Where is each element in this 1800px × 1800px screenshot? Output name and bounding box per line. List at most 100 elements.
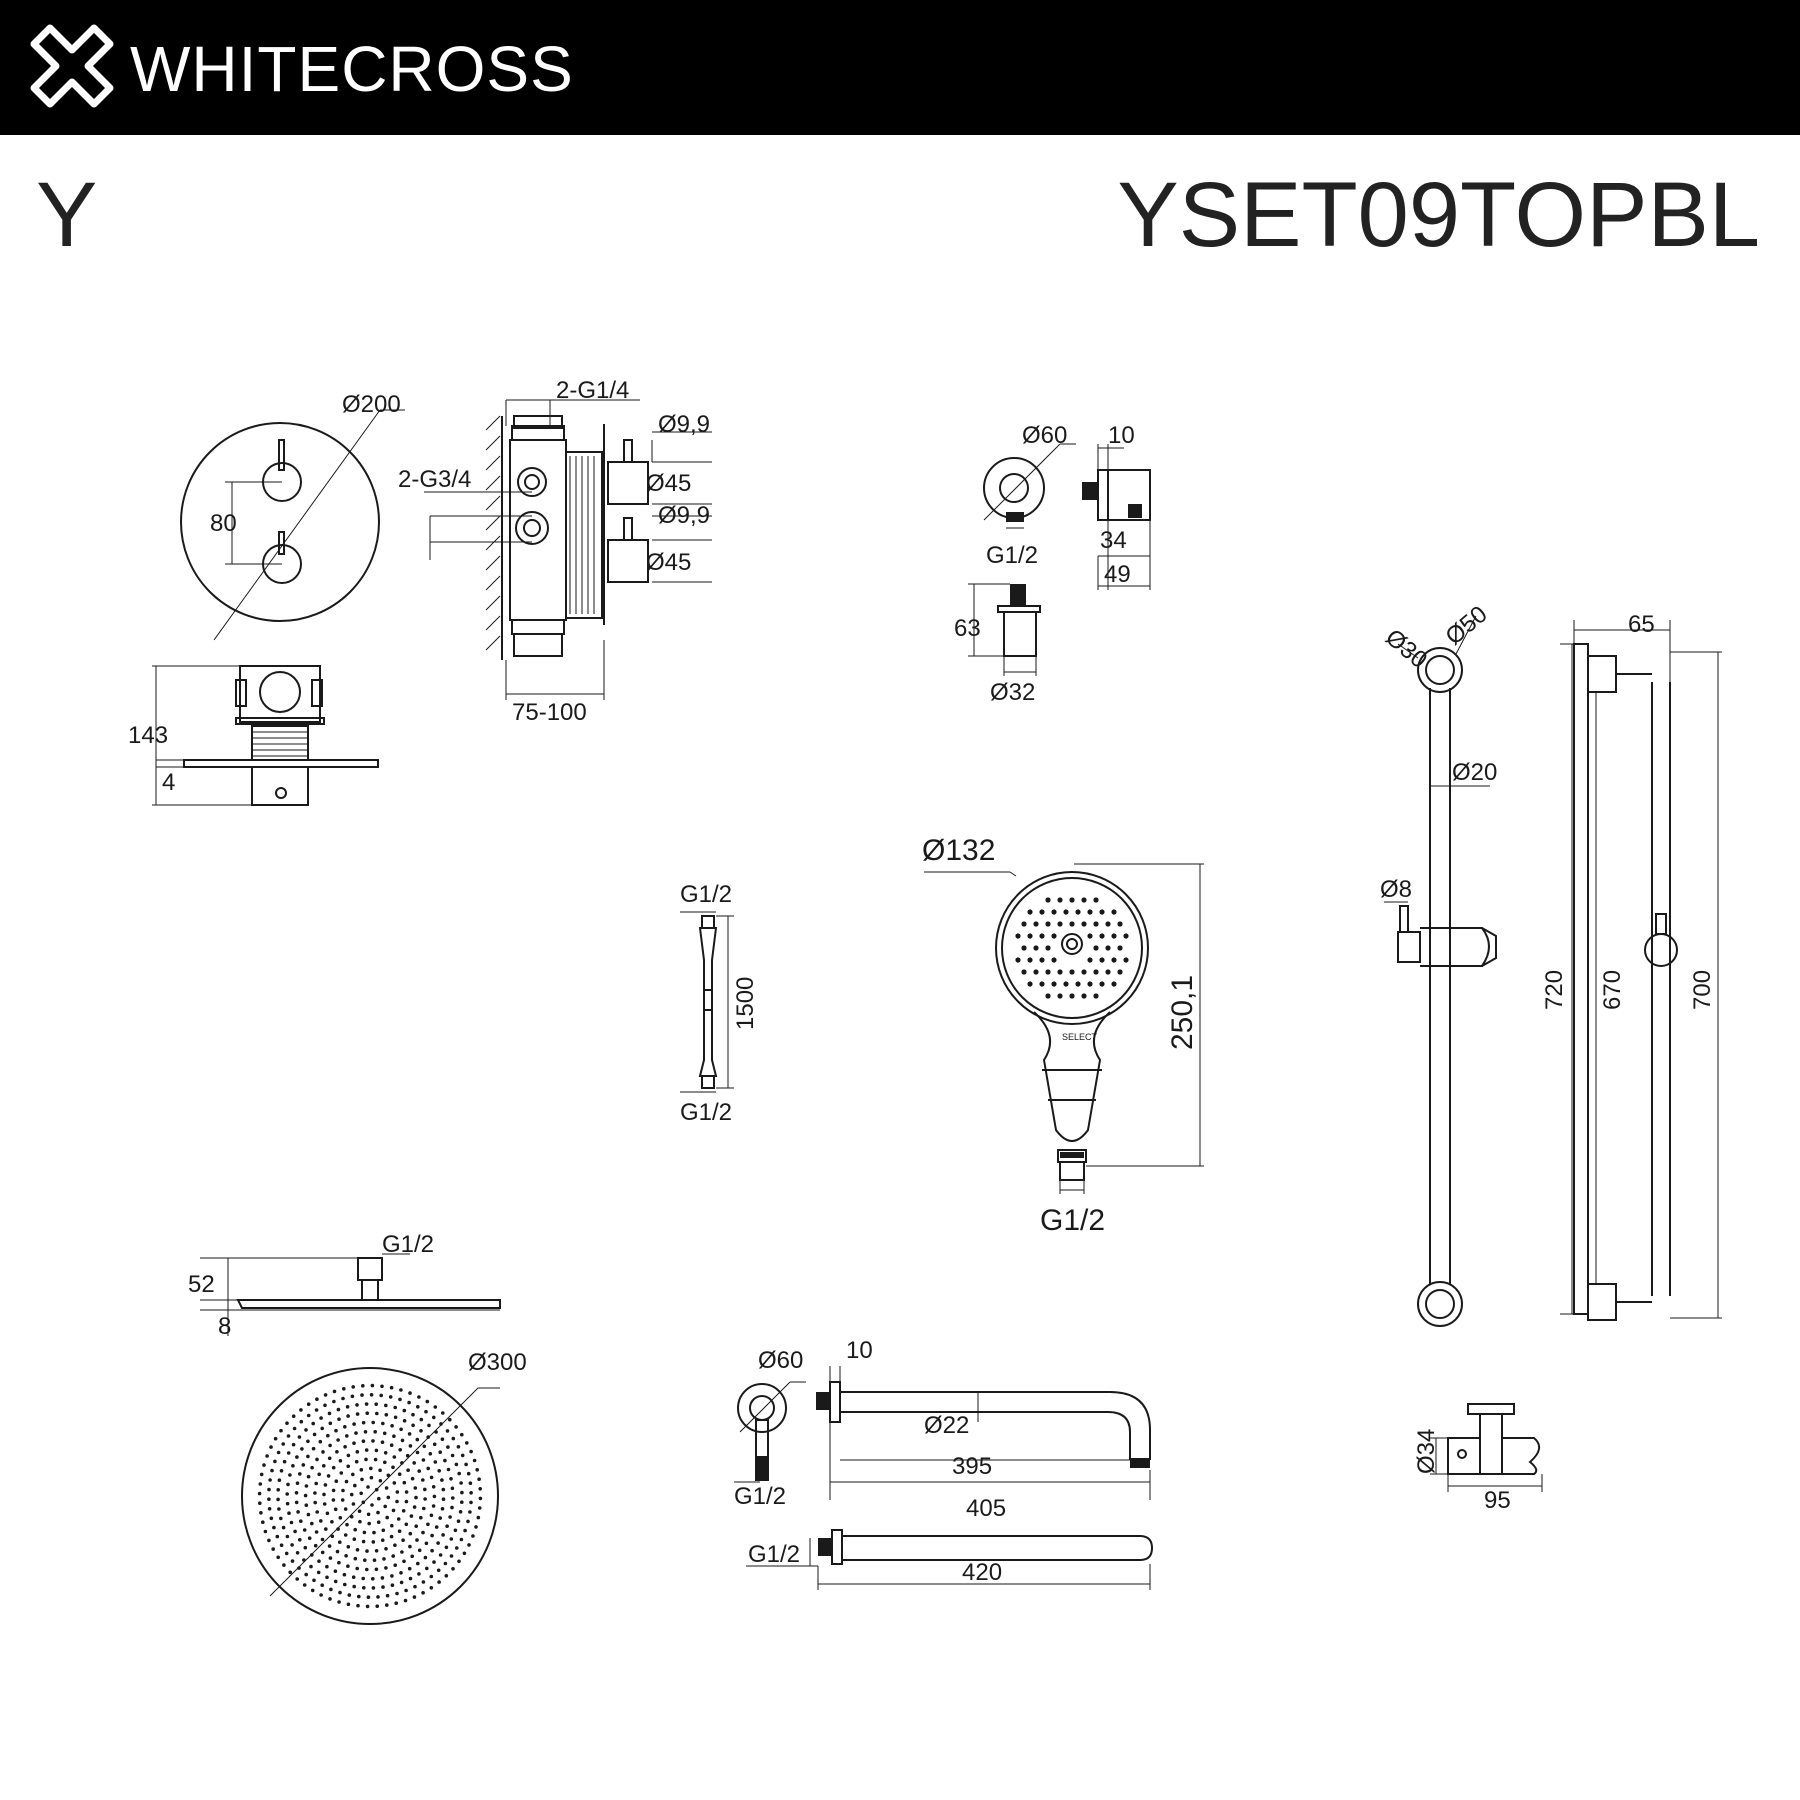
nozzle-dot [412, 1595, 417, 1599]
nozzle-dot [319, 1416, 323, 1420]
rail-wall-bracket-label: Ø30 [1380, 624, 1432, 674]
nozzle-dot [414, 1524, 419, 1528]
nozzle-dot [475, 1468, 480, 1472]
nozzle-dot [386, 1495, 391, 1500]
nozzle-dot [289, 1520, 294, 1525]
nozzle-dot [276, 1450, 281, 1455]
arm-plate-label: 10 [846, 1337, 873, 1364]
nozzle-dot [374, 1402, 379, 1406]
nozzle-dot [380, 1440, 385, 1444]
nozzle-dot [306, 1439, 310, 1444]
head-shower-thickness-label: 8 [218, 1313, 231, 1340]
nozzle-dot [1111, 909, 1117, 915]
nozzle-dot [292, 1426, 297, 1431]
nozzle-dot [340, 1498, 345, 1502]
nozzle-dot [419, 1429, 423, 1433]
nozzle-dot [293, 1529, 297, 1534]
nozzle-dot [1015, 957, 1021, 963]
nozzle-dot [321, 1450, 325, 1454]
nozzle-dot [383, 1460, 387, 1465]
nozzle-dot [407, 1566, 412, 1571]
nozzle-dot [267, 1497, 271, 1501]
nozzle-dot [345, 1405, 350, 1409]
nozzle-dot [331, 1465, 336, 1470]
nozzle-dot [421, 1591, 425, 1595]
nozzle-dot [366, 1512, 371, 1517]
nozzle-dot [343, 1533, 348, 1537]
nozzle-dot [441, 1533, 445, 1537]
nozzle-dot [343, 1507, 348, 1511]
nozzle-dot [421, 1458, 426, 1462]
nozzle-dot [432, 1494, 437, 1499]
nozzle-dot [408, 1544, 412, 1549]
nozzle-dot [279, 1469, 284, 1473]
nozzle-dot [314, 1530, 319, 1534]
nozzle-dot [355, 1403, 359, 1407]
nozzle-dot [269, 1516, 274, 1521]
nozzle-dot [444, 1574, 449, 1578]
nozzle-dot [285, 1534, 290, 1539]
nozzle-dot [331, 1488, 336, 1493]
nozzle-dot [376, 1595, 380, 1599]
nozzle-dot [335, 1549, 340, 1554]
nozzle-dot [373, 1430, 378, 1434]
nozzle-dot [299, 1519, 303, 1523]
nozzle-dot [353, 1483, 357, 1488]
nozzle-dot [258, 1501, 262, 1505]
nozzle-dot [310, 1553, 314, 1557]
nozzle-dot [295, 1481, 300, 1485]
mixer-diameter-label: Ø200 [342, 391, 401, 418]
nozzle-dot [417, 1469, 422, 1473]
arm-rosette-diameter-label: Ø60 [758, 1347, 803, 1374]
header-bar: WHITECROSS [0, 0, 1800, 135]
nozzle-dot [385, 1515, 390, 1520]
nozzle-dot [371, 1540, 376, 1544]
nozzle-dot [336, 1407, 341, 1412]
nozzle-dot [315, 1457, 319, 1462]
nozzle-dot [259, 1511, 263, 1515]
nozzle-dot [1027, 933, 1033, 939]
nozzle-dot [327, 1411, 332, 1416]
nozzle-dot [415, 1437, 420, 1442]
nozzle-dot [313, 1543, 318, 1548]
nozzle-dot [440, 1507, 445, 1511]
nozzle-dot [343, 1445, 347, 1449]
hand-shower-thread-label: G1/2 [1040, 1204, 1105, 1237]
nozzle-dot [291, 1442, 296, 1447]
outlet-width-49-label: 49 [1104, 561, 1131, 588]
nozzle-dot [454, 1425, 458, 1429]
nozzle-dot [460, 1453, 465, 1458]
nozzle-dot [267, 1507, 272, 1511]
nozzle-dot [306, 1402, 311, 1406]
arm-length-405-label: 405 [966, 1495, 1006, 1522]
nozzle-dot [394, 1601, 399, 1605]
nozzle-dot [286, 1434, 291, 1438]
nozzle-dot [1045, 921, 1051, 927]
nozzle-dot [299, 1408, 303, 1412]
hose-top-thread-label: G1/2 [680, 881, 732, 908]
nozzle-dot [424, 1541, 429, 1546]
nozzle-dot [1081, 921, 1087, 927]
nozzle-dot [467, 1543, 471, 1547]
nozzle-dot [298, 1472, 302, 1476]
nozzle-dot [343, 1425, 347, 1429]
nozzle-dot [277, 1478, 282, 1482]
nozzle-dot [1105, 921, 1111, 927]
nozzle-dot [323, 1483, 328, 1487]
nozzle-dot [422, 1444, 427, 1449]
nozzle-dot [323, 1393, 328, 1397]
nozzle-dot [449, 1537, 454, 1541]
nozzle-dot [346, 1602, 351, 1607]
nozzle-dot [378, 1479, 383, 1483]
nozzle-dot [328, 1597, 332, 1601]
nozzle-dot [297, 1435, 302, 1439]
nozzle-dot [421, 1478, 425, 1482]
nozzle-dot [398, 1397, 402, 1402]
nozzle-dot [1117, 921, 1123, 927]
nozzle-dot [257, 1491, 262, 1496]
nozzle-dot [338, 1540, 342, 1544]
nozzle-dot [448, 1417, 452, 1422]
nozzle-dot [275, 1534, 280, 1539]
nozzle-dot [382, 1557, 386, 1561]
